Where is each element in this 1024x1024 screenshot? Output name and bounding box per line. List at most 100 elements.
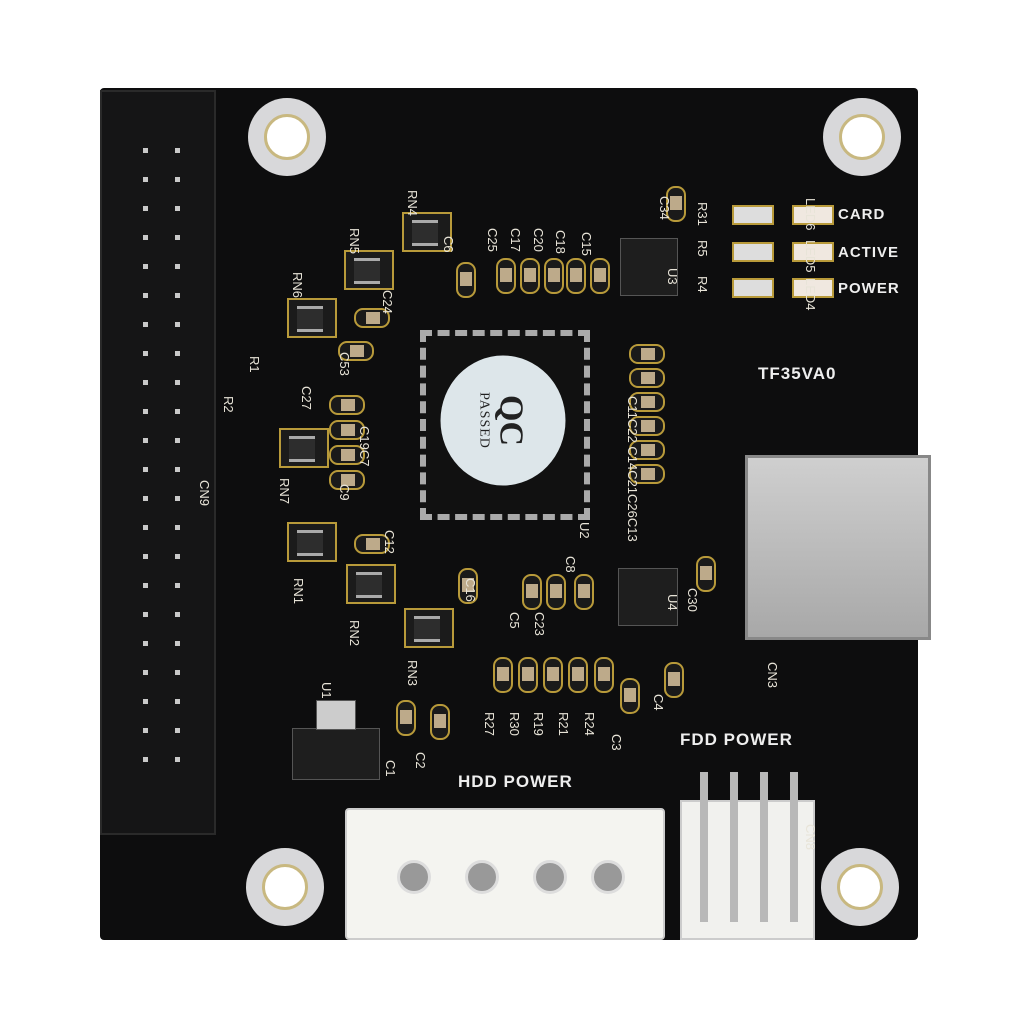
ide-pin — [143, 380, 148, 385]
ref-c25: C25 — [485, 228, 500, 252]
capacitor — [456, 262, 476, 298]
ide-pin — [143, 670, 148, 675]
ide-pin — [143, 293, 148, 298]
ide-pin — [175, 148, 180, 153]
ide-pin — [175, 467, 180, 472]
ide-pin — [175, 641, 180, 646]
ide-pin — [143, 322, 148, 327]
ide-pin — [143, 409, 148, 414]
ref-r4: R4 — [695, 276, 710, 293]
fdd-power-label: FDD POWER — [680, 730, 793, 749]
molex-pin — [533, 860, 567, 894]
capacitor — [496, 258, 516, 294]
ref-r5: R5 — [695, 240, 710, 257]
resistor-network — [346, 564, 396, 604]
ref-r24: R24 — [582, 712, 597, 736]
capacitor — [518, 657, 538, 693]
ref-r31: R31 — [695, 202, 710, 226]
microsd-card-slot[interactable] — [745, 455, 931, 640]
capacitor — [493, 657, 513, 693]
molex-pin — [397, 860, 431, 894]
qc-passed-sticker: QC PASSED — [440, 355, 566, 486]
capacitor — [430, 704, 450, 740]
ref-led5: LED5 — [803, 240, 818, 273]
ide-pin — [143, 351, 148, 356]
capacitor — [594, 657, 614, 693]
ide-pin — [143, 206, 148, 211]
fdd-power-connector[interactable] — [680, 772, 815, 940]
ref-c3: C3 — [609, 734, 624, 751]
ide-pin — [143, 554, 148, 559]
ide-pin — [175, 322, 180, 327]
capacitor — [329, 395, 365, 415]
ref-rn1: RN1 — [291, 578, 306, 605]
capacitor — [543, 657, 563, 693]
hdd-molex-power-connector[interactable] — [345, 808, 665, 940]
ref-rn6: RN6 — [290, 272, 305, 299]
ide-pin — [175, 438, 180, 443]
resistor-network — [279, 428, 329, 468]
ide-pin — [143, 235, 148, 240]
resistor-r5 — [732, 242, 774, 262]
ref-r27: R27 — [482, 712, 497, 736]
ref-cn3: CN3 — [765, 662, 780, 689]
ref-c27: C27 — [299, 386, 314, 410]
ref-led4: LED4 — [803, 278, 818, 311]
sticker-passed: PASSED — [477, 392, 492, 449]
capacitor — [666, 186, 686, 222]
ref-led6: LED6 — [803, 198, 818, 231]
ide-pin — [175, 757, 180, 762]
capacitor — [590, 258, 610, 294]
resistor-network — [404, 608, 454, 648]
capacitor — [520, 258, 540, 294]
ref-rn3: RN3 — [405, 660, 420, 687]
capacitor — [396, 700, 416, 736]
ref-r1: R1 — [247, 356, 262, 373]
ref-rn2: RN2 — [347, 620, 362, 647]
ref-c5: C5 — [507, 612, 522, 629]
ide-pin — [175, 177, 180, 182]
ide-pin — [143, 496, 148, 501]
ide-44pin-connector — [100, 90, 216, 835]
mounting-hole — [823, 98, 901, 176]
ide-pin — [175, 525, 180, 530]
regulator-u1 — [292, 728, 380, 780]
label-power: POWER — [838, 280, 900, 297]
ide-pin — [175, 612, 180, 617]
capacitor — [568, 657, 588, 693]
resistor-network — [287, 298, 337, 338]
ref-r21: R21 — [556, 712, 571, 736]
ide-pin — [143, 148, 148, 153]
capacitor — [629, 368, 665, 388]
ref-rn7: RN7 — [277, 478, 292, 505]
ide-pin — [175, 351, 180, 356]
ide-pin — [175, 583, 180, 588]
capacitor — [566, 258, 586, 294]
ide-pin — [143, 177, 148, 182]
ide-pin — [175, 264, 180, 269]
ide-pin — [175, 235, 180, 240]
led-card — [792, 205, 834, 225]
ide-pin — [143, 438, 148, 443]
ide-pin — [175, 293, 180, 298]
ref-c15: C15 — [579, 232, 594, 256]
fdd-pin — [730, 772, 738, 922]
ref-rn4: RN4 — [405, 190, 420, 217]
capacitor — [458, 568, 478, 604]
ide-pin — [175, 496, 180, 501]
ic-u3 — [620, 238, 678, 296]
ide-pin — [143, 467, 148, 472]
ref-c53: C53 — [337, 352, 352, 376]
ide-pin — [143, 525, 148, 530]
mounting-hole — [821, 848, 899, 926]
ref-c30: C30 — [685, 588, 700, 612]
ref-c34: C34 — [657, 196, 672, 220]
ic-u4 — [618, 568, 678, 626]
ref-u4: U4 — [665, 594, 680, 611]
ide-pin — [175, 206, 180, 211]
ref-c18: C18 — [553, 230, 568, 254]
ref-cn9: CN9 — [197, 480, 212, 507]
ref-c16: C16 — [463, 578, 478, 602]
label-active: ACTIVE — [838, 244, 900, 261]
ref-u2: U2 — [577, 522, 592, 539]
